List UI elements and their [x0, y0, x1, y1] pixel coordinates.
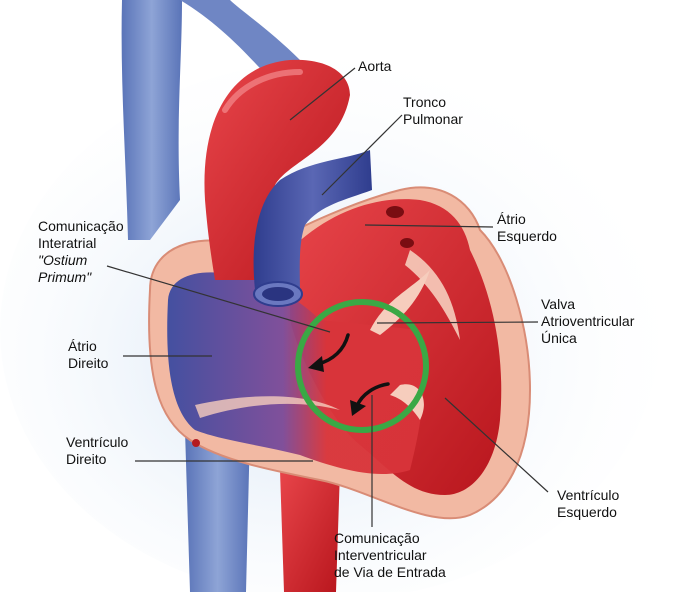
label-valva-atrioventricular: Valva Atrioventricular Única	[541, 296, 635, 346]
leader-atrio-esquerdo	[364, 224, 494, 228]
label-ventriculo-esquerdo: Ventrículo Esquerdo	[557, 487, 620, 520]
label-tronco-pulmonar: Tronco Pulmonar	[403, 94, 463, 127]
descending-aorta	[280, 470, 340, 592]
leader-aorta	[289, 67, 356, 121]
label-atrio-direito: Átrio Direito	[68, 338, 109, 371]
label-atrio-esquerdo: Átrio Esquerdo	[497, 211, 557, 244]
leader-interatrial	[106, 265, 331, 333]
label-comunicacao-interventricular: Comunicação Interventricular de Via de E…	[334, 530, 446, 580]
leader-ventriculo-esquerdo	[444, 397, 549, 493]
interventricular-arrowhead	[350, 400, 366, 416]
pulmonary-trunk	[253, 150, 372, 295]
interatrial-arrowhead	[308, 356, 324, 372]
leader-tronco	[321, 114, 403, 196]
flow-arrows	[308, 333, 390, 416]
label-aorta: Aorta	[358, 58, 392, 74]
pulmonary-vein-openings	[386, 206, 414, 248]
aortic-arch-shine	[222, 69, 303, 113]
leader-lines	[106, 67, 549, 527]
interventricular-flow-arrow	[355, 382, 390, 408]
valve-leaflets	[195, 250, 460, 420]
label-ventriculo-direito: Ventrículo Direito	[66, 434, 129, 467]
aortic-arch	[204, 59, 350, 280]
leader-valva	[376, 321, 539, 324]
coronary-vessel	[192, 439, 200, 447]
defect-highlight-ring	[295, 299, 429, 433]
label-comunicacao-interatrial: Comunicação Interatrial "Ostium Primum"	[38, 218, 124, 285]
